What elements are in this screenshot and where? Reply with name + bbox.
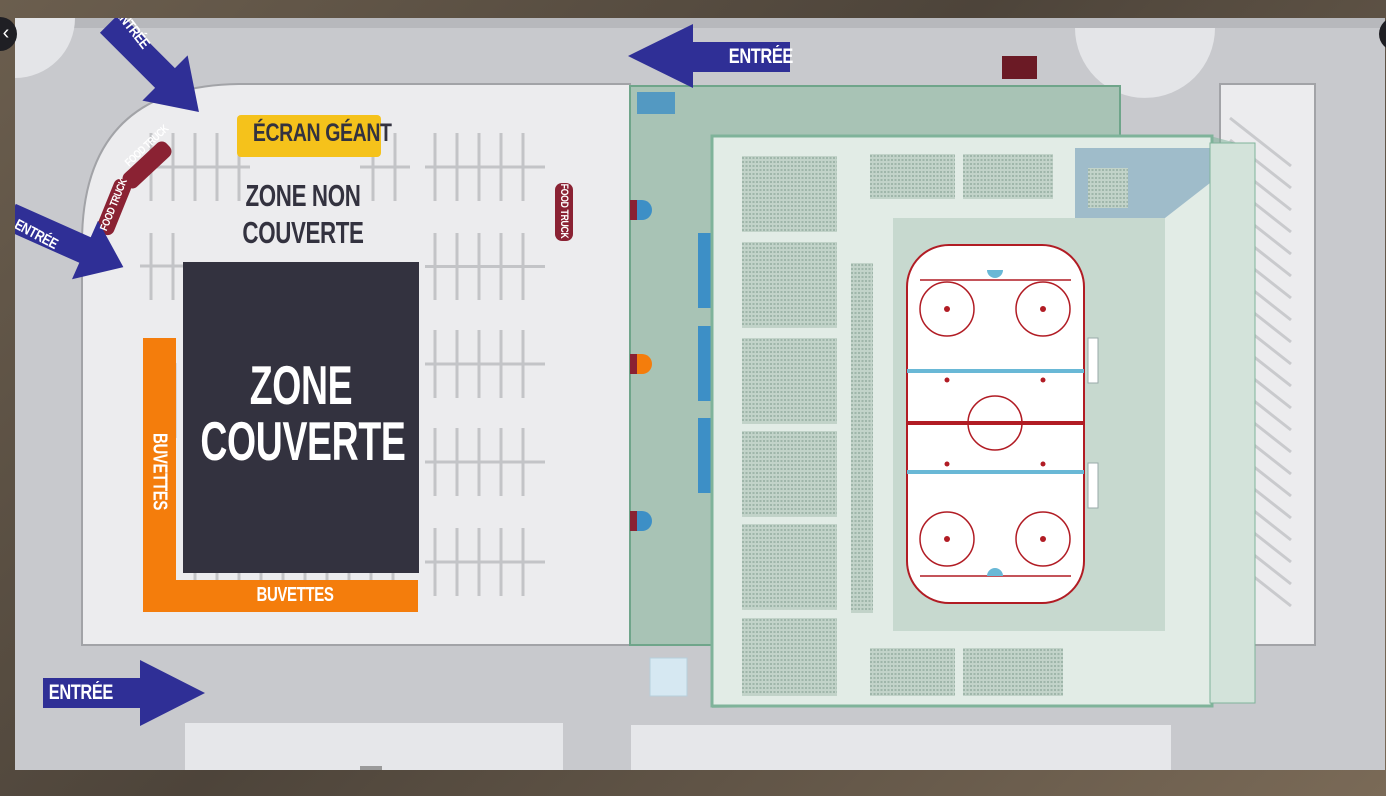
gates [698,233,712,493]
top-plaza [1075,28,1215,98]
uncovered-zone-label-2: COUVERTE [242,215,364,250]
arrow-left [15,203,124,280]
arrow-top-left [99,18,199,112]
corner-plaza [15,18,75,78]
bottom-lot-left [185,723,563,770]
kiosk [1002,56,1037,79]
entrance-label-top: ENTRÉE [728,45,793,68]
giant-screen-label: ÉCRAN GÉANT [252,119,392,147]
buvettes-horizontal-label: BUVETTES [256,584,334,606]
chevron-left-icon[interactable]: ‹ [0,17,17,51]
arrow-bottom [43,660,205,726]
giant-screen-badge [237,115,381,157]
arena-east-wing [1209,142,1256,704]
ice-rink [906,244,1099,604]
arena-door [637,92,675,114]
info-kiosk [649,657,688,697]
arrow-top [628,24,790,88]
buvettes-horizontal-bar [143,580,418,612]
seating-grid-right [425,133,545,596]
food-truck-1 [122,141,172,189]
uncovered-zone-label-1: ZONE NON [245,178,361,213]
food-truck-3 [555,183,573,241]
entrance-label-bottom: ENTRÉE [48,681,113,704]
map-graphic [15,18,1385,770]
food-truck-2 [96,178,132,236]
covered-zone-label-2: COUVERTE [200,410,406,472]
venue-map: ÉCRAN GÉANT ZONE NON COUVERTE ZONE COUVE… [15,18,1385,770]
buvettes-vertical-bar [143,338,176,612]
covered-zone-label-1: ZONE [249,354,353,416]
entrance-arrows [15,18,790,726]
gate-markers [630,200,652,531]
buvettes-vertical-label: BUVETTES [148,433,171,511]
chevron-right-icon[interactable] [1379,17,1386,51]
covered-zone [183,262,419,573]
food-truck-label-3: FOOD TRUCK [558,183,570,239]
bottom-lot-right [631,725,1171,770]
